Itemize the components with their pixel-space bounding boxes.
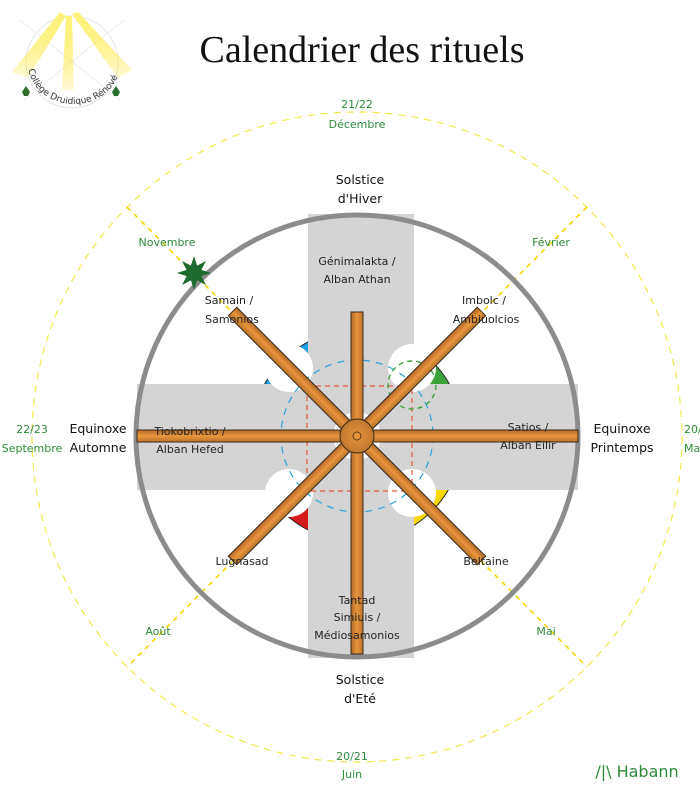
month-ne: Février <box>532 236 570 249</box>
inner-green-dashed-circle <box>387 360 437 410</box>
logo: Collège Druidique Rénové <box>12 12 132 109</box>
diagonal-line-ne-sw <box>126 206 588 668</box>
hole-ne <box>388 344 436 392</box>
festival-bottom-line3: Médiosamonios <box>314 629 400 642</box>
festival-right-line1: Satios / <box>508 421 549 434</box>
festival-top-line2: Alban Athan <box>323 273 390 286</box>
season-right-line1: Equinoxe <box>593 421 650 436</box>
logo-ray-center <box>62 16 74 90</box>
date-bottom: 20/21 <box>336 750 368 763</box>
festival-sw: Lugnasad <box>215 555 268 568</box>
festival-ne-line2: Ambiuolcios <box>453 313 520 326</box>
festival-se: Beltaine <box>463 555 508 568</box>
date-left: 22/23 <box>16 423 48 436</box>
month-right: Mars <box>684 442 700 455</box>
oak-leaf-icon <box>112 86 120 96</box>
season-bottom-line1: Solstice <box>336 672 385 687</box>
season-top-line1: Solstice <box>336 172 385 187</box>
month-top: Décembre <box>329 118 386 131</box>
star-icon <box>177 256 211 290</box>
festival-nw-line1: Samain / <box>205 294 254 307</box>
season-right-line2: Printemps <box>590 440 653 455</box>
month-nw: Novembre <box>139 236 196 249</box>
festival-top-line1: Génimalakta / <box>318 255 395 268</box>
wheel-hub <box>339 418 375 454</box>
festival-left-line1: Tiokobrixtio / <box>153 425 226 438</box>
date-top: 21/22 <box>341 98 373 111</box>
outer-year-circle <box>31 111 683 763</box>
hole-sw <box>265 469 313 517</box>
month-bottom: Juin <box>341 768 362 781</box>
diagonal-line-nw-se <box>126 206 588 668</box>
author-signature: /|\ Habann <box>595 762 678 781</box>
season-bottom-line2: d'Eté <box>344 691 376 706</box>
festival-right-line2: Alban Eilir <box>500 439 556 452</box>
season-top-line2: d'Hiver <box>338 191 383 206</box>
festival-ne-line1: Imbolc / <box>462 294 506 307</box>
date-right: 20/21 <box>684 423 700 436</box>
month-sw: Août <box>145 625 171 638</box>
logo-guide-line <box>23 19 125 101</box>
festival-bottom-line1: Tantad <box>338 594 376 607</box>
festival-nw-line2: Samonios <box>205 313 259 326</box>
wheel-axle <box>352 431 362 441</box>
spoke-vertical <box>350 311 364 655</box>
logo-ray-right <box>72 12 132 78</box>
wheel-icon <box>136 306 579 655</box>
festival-left-line2: Alban Hefed <box>156 443 223 456</box>
festival-bottom-line2: Simiuis / <box>334 611 381 624</box>
season-left-line2: Automne <box>70 440 127 455</box>
page-title: Calendrier des rituels <box>199 29 524 71</box>
season-left-line1: Equinoxe <box>69 421 126 436</box>
logo-ray-left <box>12 12 66 78</box>
month-se: Mai <box>536 625 555 638</box>
oak-leaf-icon <box>22 86 30 96</box>
month-left: Septembre <box>2 442 63 455</box>
